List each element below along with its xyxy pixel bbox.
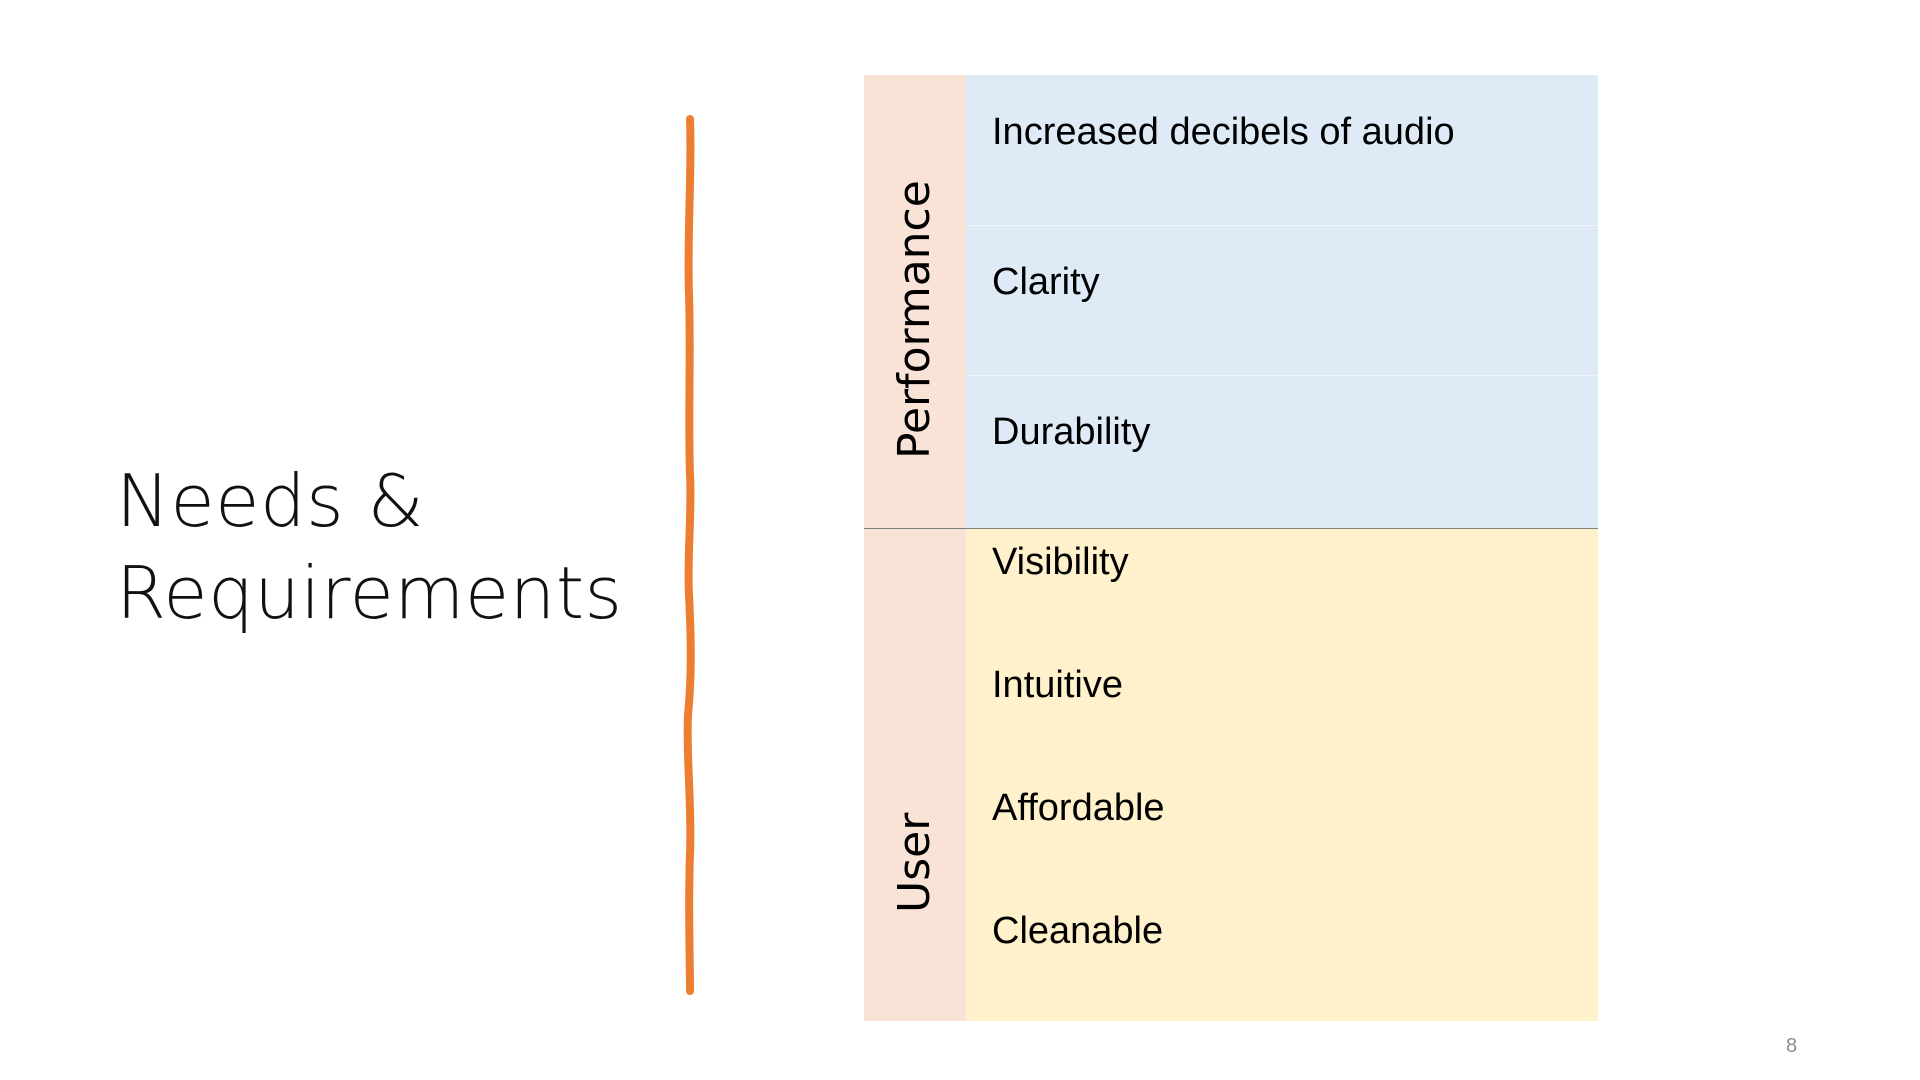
requirement-item: Clarity	[992, 261, 1100, 303]
row-separator	[966, 225, 1598, 226]
requirement-item: Increased decibels of audio	[992, 111, 1455, 153]
orange-brace-divider	[683, 115, 695, 995]
requirement-item: Affordable	[992, 787, 1165, 829]
group-performance: Performance Increased decibels of audio …	[864, 75, 1598, 529]
group-user: User Visibility Intuitive Affordable Cle…	[864, 529, 1598, 1021]
category-label-performance: Performance	[889, 180, 940, 459]
category-label-user: User	[889, 812, 940, 913]
requirement-item: Intuitive	[992, 664, 1123, 706]
slide-title-line-1: Needs &	[116, 459, 425, 543]
category-cell-user: User	[864, 529, 966, 1021]
requirement-item: Durability	[992, 411, 1151, 453]
requirements-table: Performance Increased decibels of audio …	[864, 75, 1598, 1021]
group-divider	[864, 528, 1598, 529]
requirement-item: Cleanable	[992, 910, 1164, 952]
page-number: 8	[1786, 1035, 1798, 1057]
user-items: Visibility Intuitive Affordable Cleanabl…	[966, 529, 1598, 1021]
slide-title-line-2: Requirements	[116, 551, 623, 635]
slide-title: Needs & Requirements	[116, 455, 676, 639]
brace-stroke	[683, 115, 695, 995]
performance-items: Increased decibels of audio Clarity Dura…	[966, 75, 1598, 529]
category-cell-performance: Performance	[864, 75, 966, 529]
row-separator	[966, 375, 1598, 376]
requirement-item: Visibility	[992, 541, 1129, 583]
